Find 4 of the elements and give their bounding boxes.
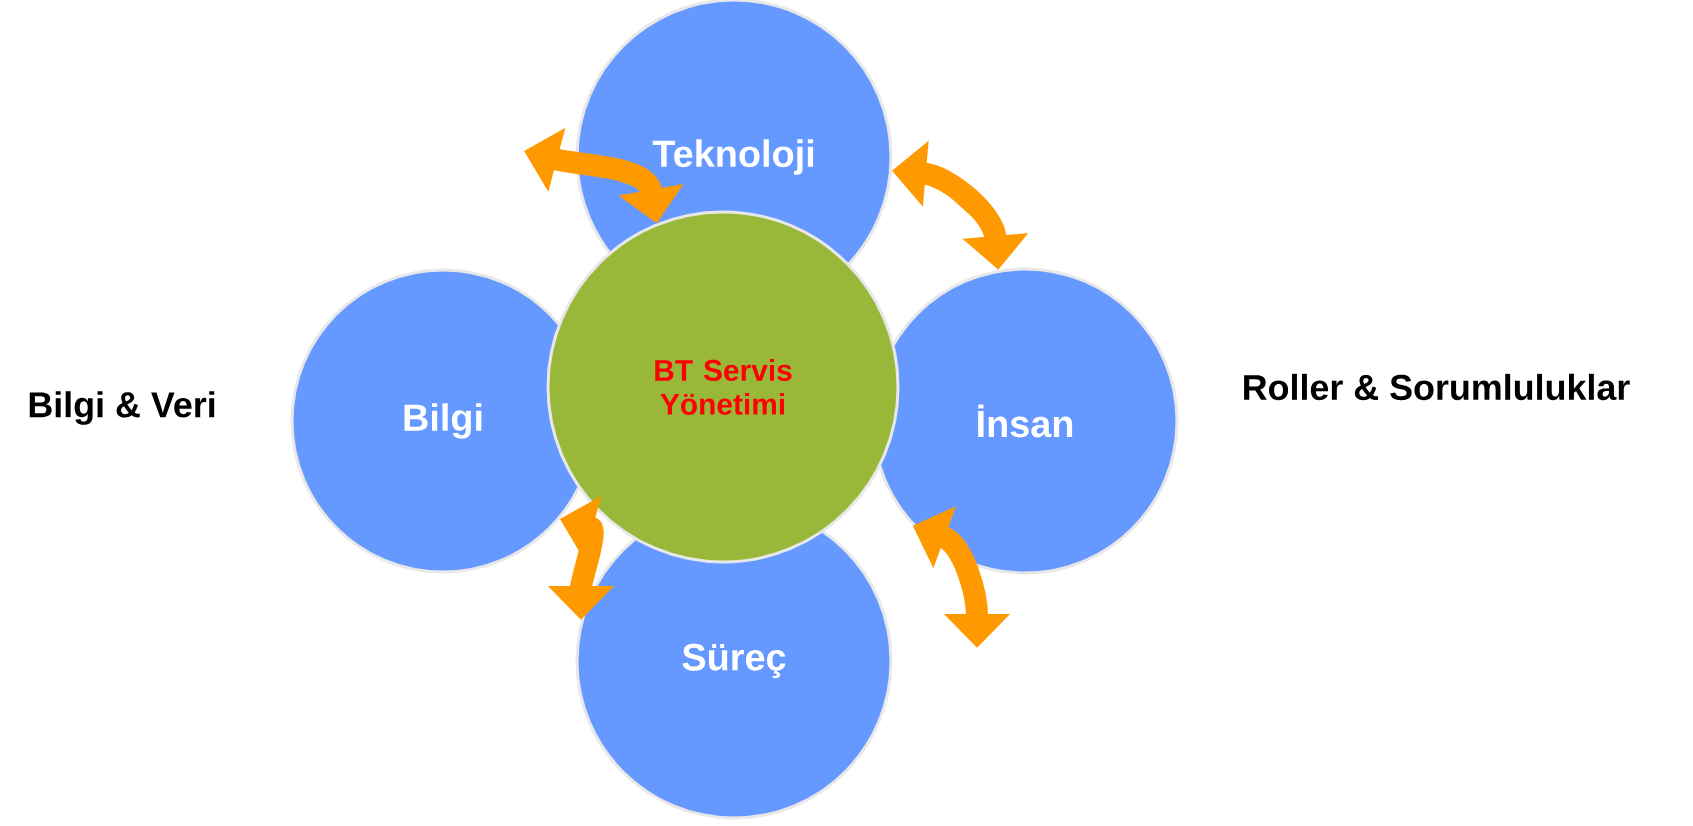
side-label: Roller & Sorumluluklar xyxy=(1244,373,1630,401)
side-label: Bilgi & Veri xyxy=(29,391,215,425)
circle-node: Bilgi xyxy=(290,268,596,574)
circle-node: İnsan xyxy=(871,267,1179,575)
